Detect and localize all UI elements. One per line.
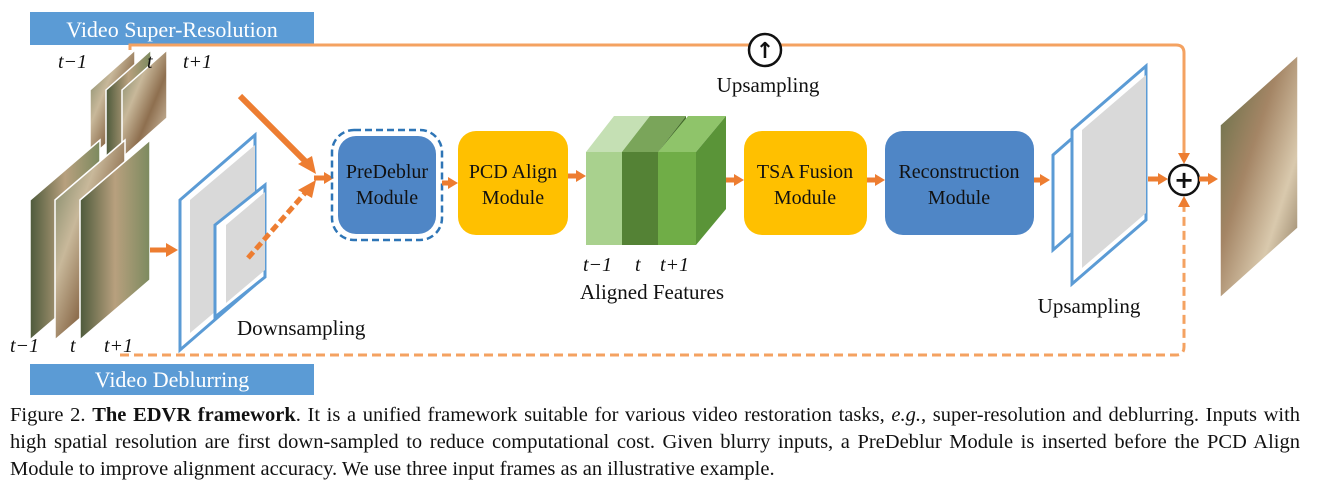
sr-diagonal-arrowhead bbox=[298, 156, 316, 174]
caption-title: The EDVR framework bbox=[92, 404, 296, 426]
up-arrow-icon: ↑ bbox=[756, 39, 774, 64]
upsampling-top-label: Upsampling bbox=[717, 73, 820, 97]
deblur-label-t-plus: t+1 bbox=[104, 335, 133, 357]
plus-to-output-arrowhead bbox=[1208, 173, 1218, 185]
bottom-skip-arrowhead bbox=[1178, 196, 1190, 207]
caption-part1: . It is a unified framework suitable for… bbox=[295, 404, 885, 426]
deblur-diagonal-arrow bbox=[246, 190, 308, 260]
pcd-to-features-arrowhead bbox=[576, 170, 586, 182]
downsampling-block bbox=[178, 131, 267, 354]
deblur-to-downsample-arrowhead bbox=[166, 243, 178, 257]
tsa-to-recon-arrowhead bbox=[875, 174, 885, 186]
figure-caption: Figure 2. The EDVR framework. It is a un… bbox=[10, 402, 1300, 483]
deblur-frame-3 bbox=[79, 138, 151, 342]
sr-header-label: Video Super-Resolution bbox=[66, 17, 278, 42]
tsa-line2: Module bbox=[774, 187, 836, 209]
pcd-line2: Module bbox=[482, 187, 544, 209]
predeblur-line1: PreDeblur bbox=[346, 161, 429, 183]
caption-prefix: Figure 2. bbox=[10, 404, 86, 426]
recon-line1: Reconstruction bbox=[898, 161, 1019, 183]
predeblur-line2: Module bbox=[356, 187, 418, 209]
upsampling-block bbox=[1051, 62, 1148, 288]
pcd-box bbox=[458, 131, 568, 235]
deblur-header-label: Video Deblurring bbox=[95, 367, 249, 392]
sr-diagonal-arrow bbox=[237, 93, 309, 165]
deblur-label-t-minus: t−1 bbox=[10, 335, 39, 357]
upsampling-bottom-label: Upsampling bbox=[1038, 294, 1141, 318]
features-label-t: t bbox=[635, 254, 641, 276]
sum-node: + bbox=[1167, 163, 1201, 197]
downsampling-label: Downsampling bbox=[237, 316, 366, 340]
caption-eg: e.g. bbox=[891, 404, 921, 426]
features-to-tsa-arrowhead bbox=[734, 174, 744, 186]
into-predeblur-arrowhead bbox=[324, 172, 334, 184]
deblur-header: Video Deblurring bbox=[30, 364, 314, 395]
deblur-header-bg bbox=[30, 364, 314, 395]
sr-label-t-plus: t+1 bbox=[183, 51, 212, 73]
aligned-features-label: Aligned Features bbox=[580, 280, 724, 304]
features-label-t-minus: t−1 bbox=[583, 254, 612, 276]
deblur-input-frames bbox=[29, 138, 151, 342]
upsample-circle-ring bbox=[747, 32, 783, 68]
caption-part2: , super-resolution and deblurring. Input… bbox=[10, 404, 1301, 480]
recon-to-upsample-arrowhead bbox=[1040, 174, 1050, 186]
predeblur-to-pcd-arrowhead bbox=[448, 177, 458, 189]
plus-icon: + bbox=[1174, 166, 1194, 194]
sr-label-t: t bbox=[147, 51, 153, 73]
recon-box bbox=[885, 131, 1034, 235]
feature-block-t-plus bbox=[658, 116, 726, 245]
predeblur-box bbox=[338, 136, 436, 234]
top-skip-arrowhead bbox=[1178, 153, 1190, 164]
reconstruction-module: Reconstruction Module bbox=[885, 131, 1034, 235]
top-skip-connection bbox=[128, 43, 1186, 155]
upsample-layer-2-fill bbox=[1082, 75, 1146, 268]
output-frame bbox=[1219, 53, 1299, 300]
tsa-fusion-module: TSA Fusion Module bbox=[744, 131, 867, 235]
sr-frame-3 bbox=[121, 48, 168, 160]
edvr-diagram: Video Super-Resolution Video Deblurring … bbox=[10, 12, 1299, 395]
tsa-box bbox=[744, 131, 867, 235]
recon-line2: Module bbox=[928, 187, 990, 209]
pcd-align-module: PCD Align Module bbox=[458, 131, 568, 235]
sr-header-bg bbox=[30, 12, 314, 45]
upsampling-circle: ↑ bbox=[747, 32, 783, 68]
tsa-line1: TSA Fusion bbox=[757, 161, 853, 183]
pcd-line1: PCD Align bbox=[469, 161, 557, 183]
features-label-t-plus: t+1 bbox=[660, 254, 689, 276]
deblur-diagonal-arrowhead bbox=[298, 180, 316, 198]
deblur-label-t: t bbox=[70, 335, 76, 357]
aligned-features bbox=[586, 116, 726, 245]
predeblur-module: PreDeblur Module bbox=[330, 128, 444, 242]
bottom-skip-connection bbox=[120, 205, 1186, 357]
sr-input-frames bbox=[89, 48, 168, 160]
upsample-to-plus-arrowhead bbox=[1158, 173, 1168, 185]
downsample-layer-2-fill bbox=[226, 192, 265, 303]
sr-label-t-minus: t−1 bbox=[58, 51, 87, 73]
sr-header: Video Super-Resolution bbox=[30, 12, 314, 45]
